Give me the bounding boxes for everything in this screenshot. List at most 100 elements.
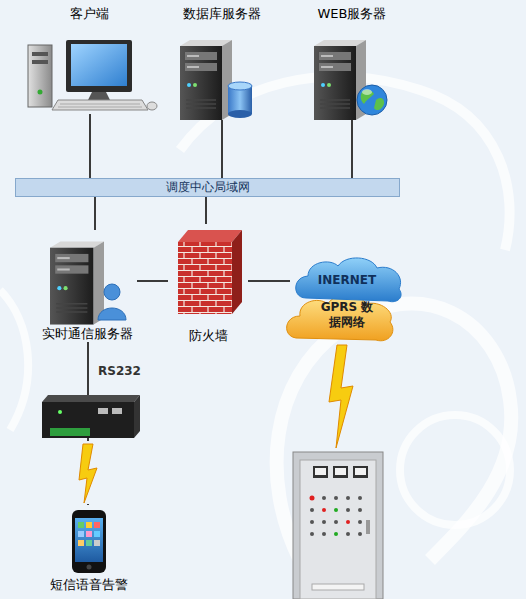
database-server — [228, 82, 252, 90]
realtime-server — [98, 308, 126, 320]
control-cabinet — [293, 452, 383, 599]
database-server — [180, 40, 252, 120]
firewall-wall — [178, 242, 232, 314]
server-node: WEB服务器 — [300, 6, 404, 120]
mobile-phone — [94, 531, 100, 537]
node-label: 防火墙 — [189, 328, 228, 344]
control-cabinet — [346, 496, 350, 500]
client-computer — [88, 92, 110, 100]
control-cabinet — [293, 452, 383, 599]
control-cabinet — [322, 508, 326, 512]
server-node: 实时通信服务器 — [37, 230, 137, 342]
gsm-modem — [42, 402, 134, 438]
client-computer — [147, 102, 157, 110]
client-node: 客户端 — [22, 6, 156, 114]
control-cabinet — [310, 520, 314, 524]
network-line — [248, 280, 290, 282]
control-cabinet — [310, 532, 314, 536]
mobile-phone — [78, 531, 84, 537]
lightning-bolt — [329, 345, 353, 448]
firewall-wall — [178, 230, 242, 242]
ground-patch — [77, 441, 101, 504]
node-label: 调度中心局域网 — [166, 180, 250, 195]
control-cabinet — [315, 468, 326, 475]
network-line — [205, 197, 207, 224]
mobile-phone — [72, 510, 106, 573]
client-computer — [32, 60, 48, 64]
client-computer — [66, 40, 132, 92]
gsm-modem — [58, 410, 62, 414]
web-server — [314, 40, 366, 120]
client-computer — [52, 100, 148, 110]
control-cabinet — [334, 520, 338, 524]
network-cloud — [296, 258, 401, 302]
firewall-wall — [232, 230, 242, 314]
client-computer — [32, 52, 48, 56]
control-cabinet — [322, 532, 326, 536]
lightning-bolt — [79, 444, 97, 503]
mobile-phone — [87, 565, 92, 570]
database-server — [180, 40, 232, 120]
network-line — [137, 280, 168, 282]
realtime-server — [50, 241, 104, 324]
control-cabinet — [353, 466, 368, 478]
network-line — [89, 114, 91, 178]
control-cabinet — [334, 508, 338, 512]
node-label: 实时通信服务器 — [42, 326, 133, 342]
control-cabinet — [322, 496, 326, 500]
node-label: GPRS 数据网络 — [319, 300, 375, 330]
cloud-node: INERNET GPRS 数据网络 — [290, 256, 404, 342]
mobile-phone — [94, 522, 100, 528]
realtime-server — [104, 284, 120, 300]
control-cabinet — [358, 508, 362, 512]
mobile-phone — [86, 522, 92, 528]
control-cabinet — [300, 460, 376, 599]
control-cabinet — [333, 466, 348, 478]
gsm-modem — [42, 395, 140, 402]
control-cabinet — [313, 466, 328, 478]
control-cabinet — [358, 532, 362, 536]
background-swirl — [400, 415, 510, 525]
network-cloud — [287, 295, 393, 341]
web-server — [362, 89, 372, 95]
edge-label: RS232 — [96, 364, 143, 378]
mobile-phone — [72, 510, 106, 573]
realtime-server — [50, 241, 126, 324]
gsm-modem — [50, 428, 90, 436]
web-server — [374, 98, 384, 110]
node-label: INERNET — [318, 273, 376, 288]
control-cabinet — [358, 496, 362, 500]
control-cabinet — [310, 508, 314, 512]
control-cabinet — [346, 520, 350, 524]
web-server — [314, 40, 387, 120]
firewall-node: 防火墙 — [168, 224, 248, 344]
lightning-bolt — [79, 444, 97, 503]
gsm-modem — [134, 395, 140, 438]
node-label: 数据库服务器 — [183, 6, 261, 22]
client-computer — [28, 40, 157, 110]
mobile-phone — [94, 540, 100, 546]
lan-band: 调度中心局域网 — [15, 178, 400, 197]
node-label: WEB服务器 — [318, 6, 387, 22]
background-swirl — [0, 77, 511, 561]
control-cabinet — [355, 468, 366, 475]
mobile-phone — [75, 518, 103, 562]
node-label: 客户端 — [70, 6, 109, 22]
client-computer — [28, 45, 52, 107]
control-cabinet — [346, 508, 350, 512]
background-swirl — [277, 304, 512, 560]
client-computer — [38, 90, 43, 95]
client-computer — [58, 104, 142, 107]
node-label: 短信语音告警 — [50, 577, 128, 593]
control-cabinet — [346, 532, 350, 536]
server-node: 数据库服务器 — [170, 6, 274, 120]
mobile-phone — [86, 531, 92, 537]
control-cabinet — [334, 532, 338, 536]
web-server — [357, 85, 387, 115]
control-cabinet — [312, 584, 364, 590]
gsm-modem — [112, 408, 122, 414]
mobile-phone — [86, 540, 92, 546]
network-cloud — [287, 258, 401, 341]
